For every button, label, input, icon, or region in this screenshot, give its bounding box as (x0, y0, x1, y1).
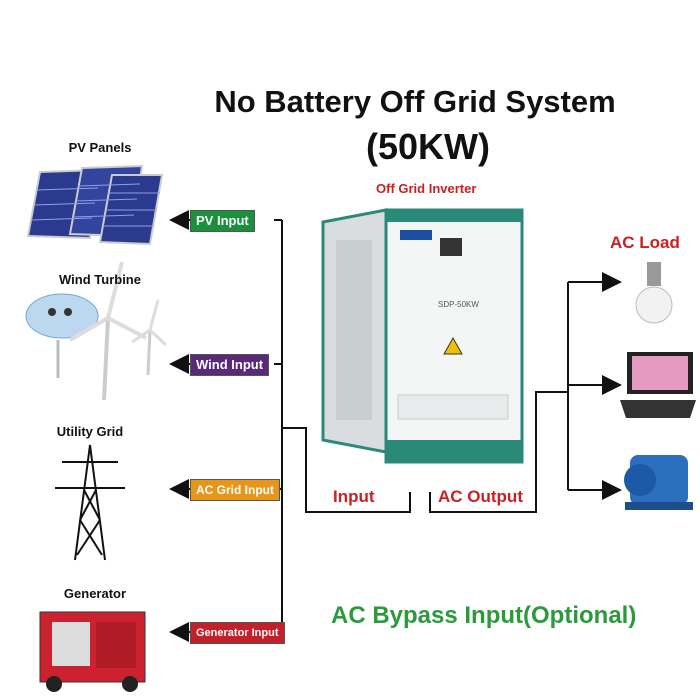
page-title: No Battery Off Grid System (214, 84, 616, 119)
page-subtitle: (50KW) (366, 126, 490, 167)
ac-load-label: AC Load (610, 233, 680, 252)
ac-output-label: AC Output (438, 487, 523, 506)
pv-panels-image (26, 164, 164, 246)
pv-input-tag: PV Input (190, 210, 255, 232)
inverter-cabinet-image (321, 208, 524, 464)
pv-panels-label: PV Panels (68, 140, 132, 155)
utility-grid-label: Utility Grid (56, 424, 124, 439)
wind-input-tag: Wind Input (190, 354, 270, 376)
generator-label: Generator (63, 586, 127, 601)
bypass-label: AC Bypass Input(Optional) (331, 602, 637, 629)
inverter-label: Off Grid Inverter (376, 181, 477, 196)
generator-input-tag: Generator Input (190, 622, 285, 644)
light-bulb-image (635, 262, 673, 324)
input-label: Input (333, 487, 375, 506)
generator-image (39, 611, 146, 692)
output-wiring (429, 272, 622, 513)
inverter-model: SDP-50KW (438, 300, 479, 309)
ac-grid-input-tag: AC Grid Input (190, 479, 280, 501)
motor-image (624, 455, 693, 510)
wind-turbine-label: Wind Turbine (59, 272, 141, 287)
wind-turbine-image (25, 261, 168, 401)
utility-tower-image (55, 444, 125, 561)
laptop-image (620, 352, 696, 418)
